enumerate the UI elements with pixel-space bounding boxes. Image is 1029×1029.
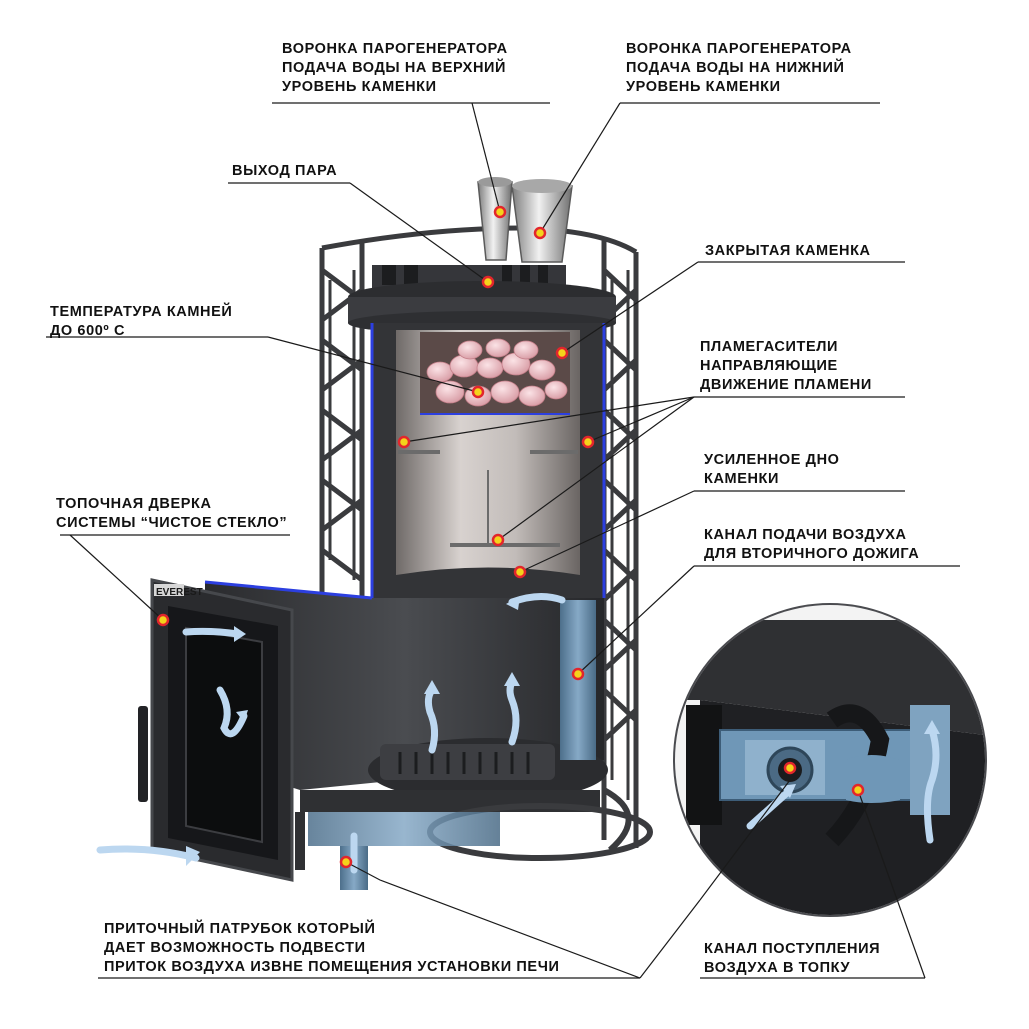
steam-funnels [477,177,573,263]
label-upper-funnel: ВОРОНКА ПАРОГЕНЕРАТОРА ПОДАЧА ВОДЫ НА ВЕ… [282,41,508,95]
label-stone-temp: ТЕМПЕРАТУРА КАМНЕЙ ДО 600º С [50,304,233,339]
marker-arrester-right [581,435,595,449]
label-intake-pipe: ПРИТОЧНЫЙ ПАТРУБОК КОТОРЫЙ ДАЕТ ВОЗМОЖНО… [104,921,560,975]
callout-markers [156,205,865,869]
label-steam-outlet: ВЫХОД ПАРА [232,163,338,179]
marker-stone-temp [471,385,485,399]
marker-zoom-intake [783,761,797,775]
label-secondary-air: КАНАЛ ПОДАЧИ ВОЗДУХА ДЛЯ ВТОРИЧНОГО ДОЖИ… [704,527,920,562]
marker-fire-door [156,613,170,627]
marker-lower-funnel [533,226,547,240]
label-lower-funnel: ВОРОНКА ПАРОГЕНЕРАТОРА ПОДАЧА ВОДЫ НА НИ… [626,41,852,95]
label-firebox-air: КАНАЛ ПОСТУПЛЕНИЯ ВОЗДУХА В ТОПКУ [704,941,881,976]
marker-firebox-air [851,783,865,797]
label-closed-heater: ЗАКРЫТАЯ КАМЕНКА [705,243,871,259]
marker-arrester-center [491,533,505,547]
marker-closed-heater [555,346,569,360]
zoom-detail [673,603,987,917]
marker-steam-outlet [481,275,495,289]
leader-lines [46,102,960,979]
airflow-arrow-heads [186,596,520,866]
marker-reinforced-bottom [513,565,527,579]
marker-arrester-left [397,435,411,449]
marker-intake-pipe [339,855,353,869]
label-flame-arresters: ПЛАМЕГАСИТЕЛИ НАПРАВЛЯЮЩИЕ ДВИЖЕНИЕ ПЛАМ… [700,339,872,393]
firebox-body [204,580,653,870]
stone-chamber [420,332,570,415]
marker-secondary-air [571,667,585,681]
brand-logo: EVEREST [156,587,203,598]
marker-upper-funnel [493,205,507,219]
label-fire-door: ТОПОЧНАЯ ДВЕРКА СИСТЕМЫ “ЧИСТОЕ СТЕКЛО” [56,496,288,531]
flame-arrester-plates [398,450,578,547]
label-reinforced-bottom: УСИЛЕННОЕ ДНО КАМЕНКИ [704,452,840,487]
